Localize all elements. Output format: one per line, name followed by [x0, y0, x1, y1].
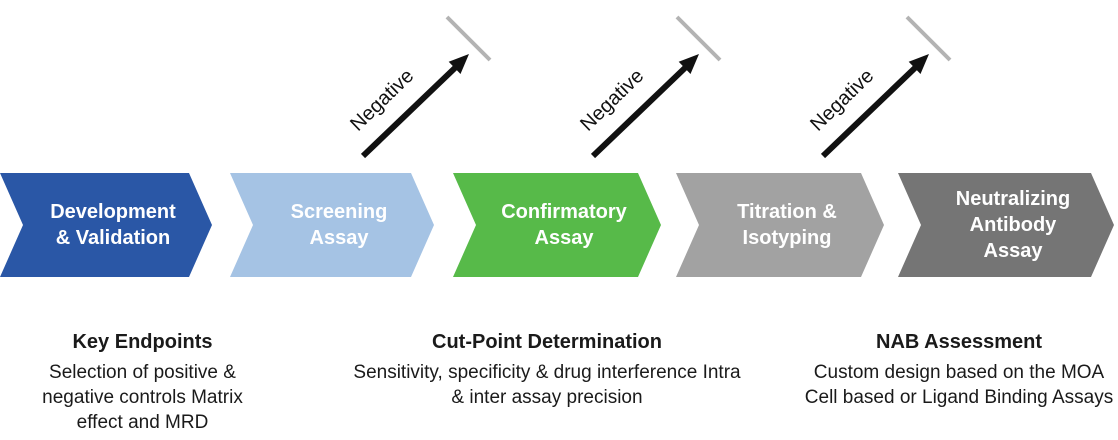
note-body: Custom design based on the MOA Cell base…	[804, 362, 1114, 408]
stage-chevron-neutralizing-antibody: Neutralizing Antibody Assay	[898, 173, 1114, 277]
note-title: Key Endpoints	[72, 331, 213, 353]
stage-label: Neutralizing Antibody Assay	[955, 188, 1071, 262]
barrier-line	[905, 15, 952, 62]
note-body: Sensitivity, specificity & drug interfer…	[353, 362, 741, 408]
arrow-shaft	[360, 63, 460, 159]
stage-chevron-development-validation: Development & Validation	[0, 173, 212, 277]
arrowhead-icon	[908, 54, 929, 74]
barrier-line	[675, 15, 722, 62]
negative-arrow: Negative	[806, 15, 952, 159]
stage-chevron-screening-assay: Screening Assay	[230, 173, 434, 277]
note-cut-point-determination: Cut-Point Determination Sensitivity, spe…	[333, 330, 761, 410]
stage-label: Confirmatory Assay	[501, 201, 627, 249]
arrow-shaft	[590, 63, 690, 159]
barrier-line	[445, 15, 492, 62]
note-title: Cut-Point Determination	[432, 331, 662, 353]
arrow-shaft	[820, 63, 920, 159]
negative-arrow-label: Negative	[346, 65, 418, 136]
stage-label: Development & Validation	[50, 201, 176, 249]
stage-label: Screening Assay	[290, 201, 388, 249]
stage-chevron-confirmatory-assay: Confirmatory Assay	[453, 173, 661, 277]
negative-arrow-label: Negative	[806, 65, 878, 136]
negative-arrow: Negative	[576, 15, 722, 159]
arrowhead-icon	[448, 54, 469, 74]
negative-arrow-label: Negative	[576, 65, 648, 136]
note-nab-assessment: NAB Assessment Custom design based on th…	[793, 330, 1118, 410]
negative-arrows-layer: Negative Negative Negative	[346, 15, 952, 159]
stage-label: Titration & Isotyping	[737, 201, 837, 249]
arrowhead-icon	[678, 54, 699, 74]
note-title: NAB Assessment	[876, 331, 1042, 353]
negative-arrow: Negative	[346, 15, 492, 159]
note-key-endpoints: Key Endpoints Selection of positive & ne…	[0, 330, 285, 435]
stage-chevron-titration-isotyping: Titration & Isotyping	[676, 173, 884, 277]
note-body: Selection of positive & negative control…	[42, 362, 243, 433]
